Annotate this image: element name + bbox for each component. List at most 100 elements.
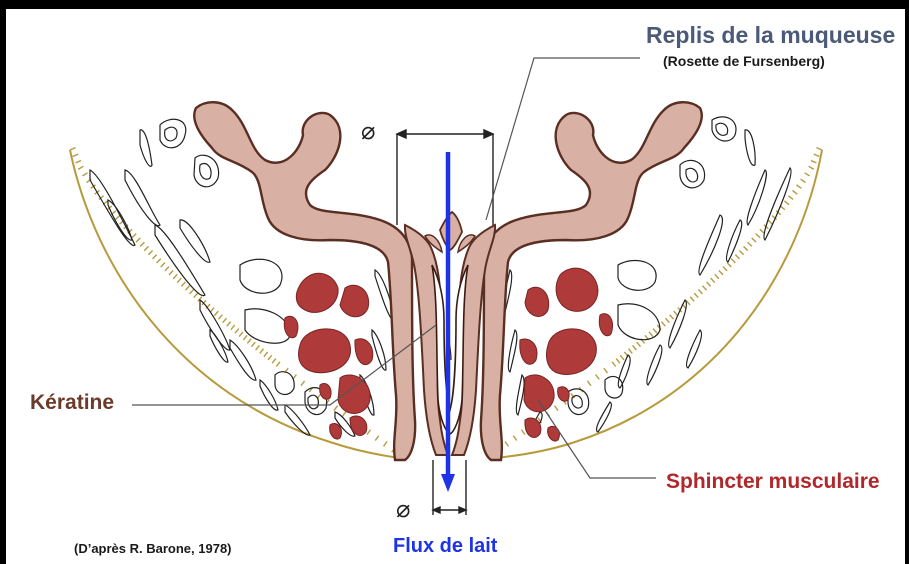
skin-hatch-tick: [711, 278, 715, 282]
skin-hatch-tick: [219, 315, 223, 320]
skin-hatch-tick: [707, 282, 711, 286]
skin-hatch-tick: [604, 368, 608, 373]
skin-hatch-tick: [744, 246, 748, 250]
skin-hatch-tick: [268, 355, 272, 360]
skin-hatch-tick: [616, 359, 620, 364]
skin-hatch-tick: [637, 342, 641, 347]
skin-hatch-tick: [82, 173, 87, 176]
skin-hatch-tick: [633, 345, 637, 350]
skin-hatch-tick: [522, 430, 525, 435]
skin-hatch-tick: [276, 362, 280, 367]
skin-hatch-tick: [805, 173, 810, 176]
source-citation: (D’après R. Barone, 1978): [74, 541, 232, 556]
skin-hatch-tick: [702, 286, 706, 290]
skin-hatch-tick: [690, 297, 694, 301]
skin-hatch-tick: [723, 267, 727, 271]
skin-hatch-tick: [739, 251, 743, 255]
skin-hatch-tick: [301, 381, 305, 386]
skin-hatch-tick: [715, 274, 719, 278]
skin-hatch-tick: [727, 263, 731, 267]
skin-hatch-tick: [260, 349, 264, 354]
skin-hatch-tick: [161, 263, 165, 267]
skin-hatch-tick: [73, 154, 79, 156]
skin-hatch-tick: [752, 238, 756, 242]
skin-hatch-tick: [629, 349, 633, 354]
skin-hatch-tick: [768, 220, 772, 224]
skin-hatch-tick: [620, 355, 624, 360]
skin-hatch-tick: [612, 362, 616, 367]
sphincter-muscle-left: [284, 273, 372, 439]
label-milk-flow: Flux de lait: [393, 535, 497, 558]
skin-hatch-tick: [780, 206, 785, 210]
skin-hatch-tick: [814, 154, 820, 156]
skin-hatch-tick: [157, 259, 161, 263]
skin-hatch-tick: [694, 293, 698, 297]
skin-hatch-tick: [698, 289, 702, 293]
label-keratine: Kératine: [30, 391, 114, 415]
skin-hatch-tick: [140, 242, 144, 246]
label-replis: Replis de la muqueuse: [646, 22, 895, 49]
skin-hatch-tick: [76, 161, 82, 163]
skin-hatch-tick: [793, 190, 798, 194]
skin-hatch-tick: [165, 267, 169, 271]
skin-hatch-tick: [177, 278, 181, 282]
skin-hatch-tick: [760, 229, 764, 233]
skin-hatch-tick: [375, 436, 378, 441]
skin-hatch-tick: [731, 259, 735, 263]
skin-hatch-tick: [264, 352, 268, 357]
skin-hatch-tick: [132, 234, 136, 238]
skin-hatch-tick: [153, 255, 157, 259]
skin-hatch-tick: [674, 311, 678, 316]
diameter-dimension-top: [397, 130, 493, 225]
skin-hatch-tick: [194, 293, 198, 297]
skin-hatch-tick: [756, 234, 760, 238]
skin-hatch-tick: [256, 345, 260, 350]
skin-hatch-tick: [252, 342, 256, 347]
skin-hatch-tick: [816, 148, 822, 150]
skin-hatch-tick: [169, 270, 173, 274]
skin-hatch-tick: [587, 381, 591, 386]
skin-hatch-tick: [173, 274, 177, 278]
skin-hatch-tick: [811, 161, 817, 163]
skin-hatch-tick: [367, 430, 370, 435]
skin-hatch-tick: [247, 339, 251, 344]
skin-hatch-tick: [735, 255, 739, 259]
skin-hatch-tick: [223, 318, 227, 323]
diameter-symbol-bottom: ⌀: [396, 495, 410, 523]
skin-hatch-tick: [186, 286, 190, 290]
skin-hatch-tick: [214, 311, 218, 316]
skin-hatch-tick: [653, 329, 657, 334]
label-sphincter: Sphincter musculaire: [666, 470, 880, 494]
label-rosette: (Rosette de Fursenberg): [663, 53, 825, 69]
skin-hatch-tick: [661, 322, 665, 327]
skin-hatch-tick: [513, 436, 516, 441]
skin-hatch-tick: [78, 166, 83, 169]
skin-hatch-tick: [227, 322, 231, 327]
skin-hatch-tick: [748, 242, 752, 246]
skin-hatch-tick: [796, 185, 801, 188]
skin-hatch-tick: [596, 375, 600, 380]
skin-hatch-tick: [342, 412, 346, 417]
skin-hatch-tick: [148, 251, 152, 255]
skin-hatch-tick: [719, 270, 723, 274]
skin-hatch-tick: [235, 329, 239, 334]
skin-hatch-tick: [115, 216, 120, 220]
skin-hatch-tick: [239, 332, 243, 337]
skin-hatch-tick: [181, 282, 185, 286]
skin-hatch-tick: [784, 201, 789, 205]
skin-hatch-tick: [801, 179, 806, 182]
skin-hatch-tick: [190, 289, 194, 293]
skin-hatch-tick: [231, 325, 235, 330]
diameter-symbol-top: ⌀: [361, 117, 375, 145]
skin-hatch-tick: [665, 318, 669, 323]
skin-hatch-tick: [136, 238, 140, 242]
skin-hatch-tick: [272, 359, 276, 364]
skin-hatch-tick: [649, 332, 653, 337]
skin-hatch-tick: [144, 246, 148, 250]
skin-hatch-tick: [788, 196, 793, 200]
skin-hatch-tick: [554, 406, 558, 411]
skin-hatch-tick: [670, 315, 674, 320]
skin-hatch-tick: [809, 166, 814, 169]
skin-hatch-tick: [210, 308, 214, 313]
skin-hatch-tick: [243, 335, 247, 340]
